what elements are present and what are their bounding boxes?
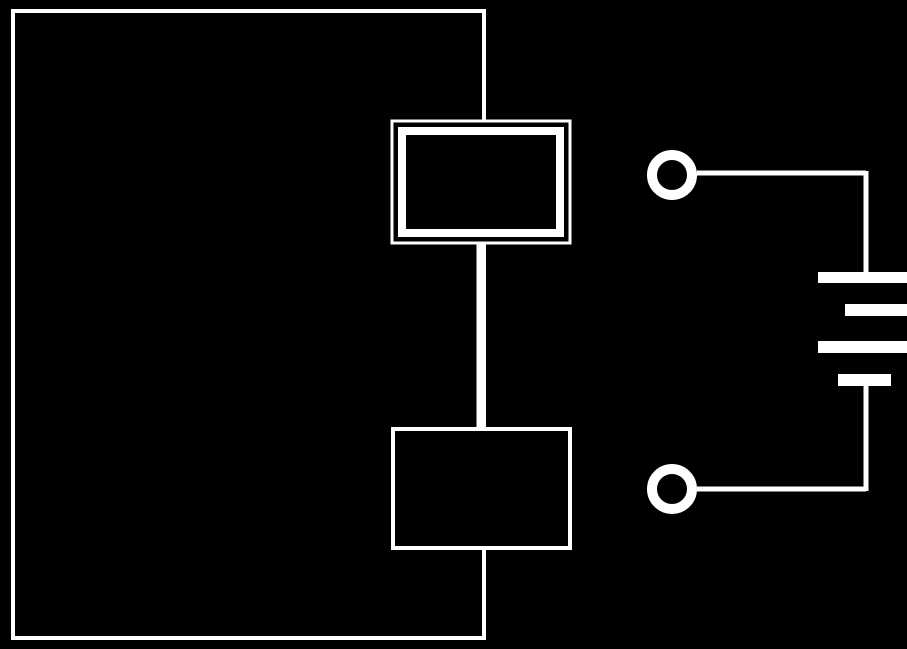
lower-connector-block-icon	[391, 427, 572, 550]
upper-connector-inner-frame	[398, 127, 564, 237]
schematic-lines	[11, 9, 907, 640]
lower-terminal-ring-icon	[647, 464, 697, 514]
battery-plate-short-upper	[845, 304, 907, 316]
battery-plate-short-lower	[838, 374, 891, 386]
upper-terminal-ring-icon	[647, 150, 697, 200]
battery-plate-long-bottom	[818, 341, 907, 353]
battery-cells-icon	[818, 272, 907, 386]
battery-plate-long-top	[818, 272, 907, 283]
